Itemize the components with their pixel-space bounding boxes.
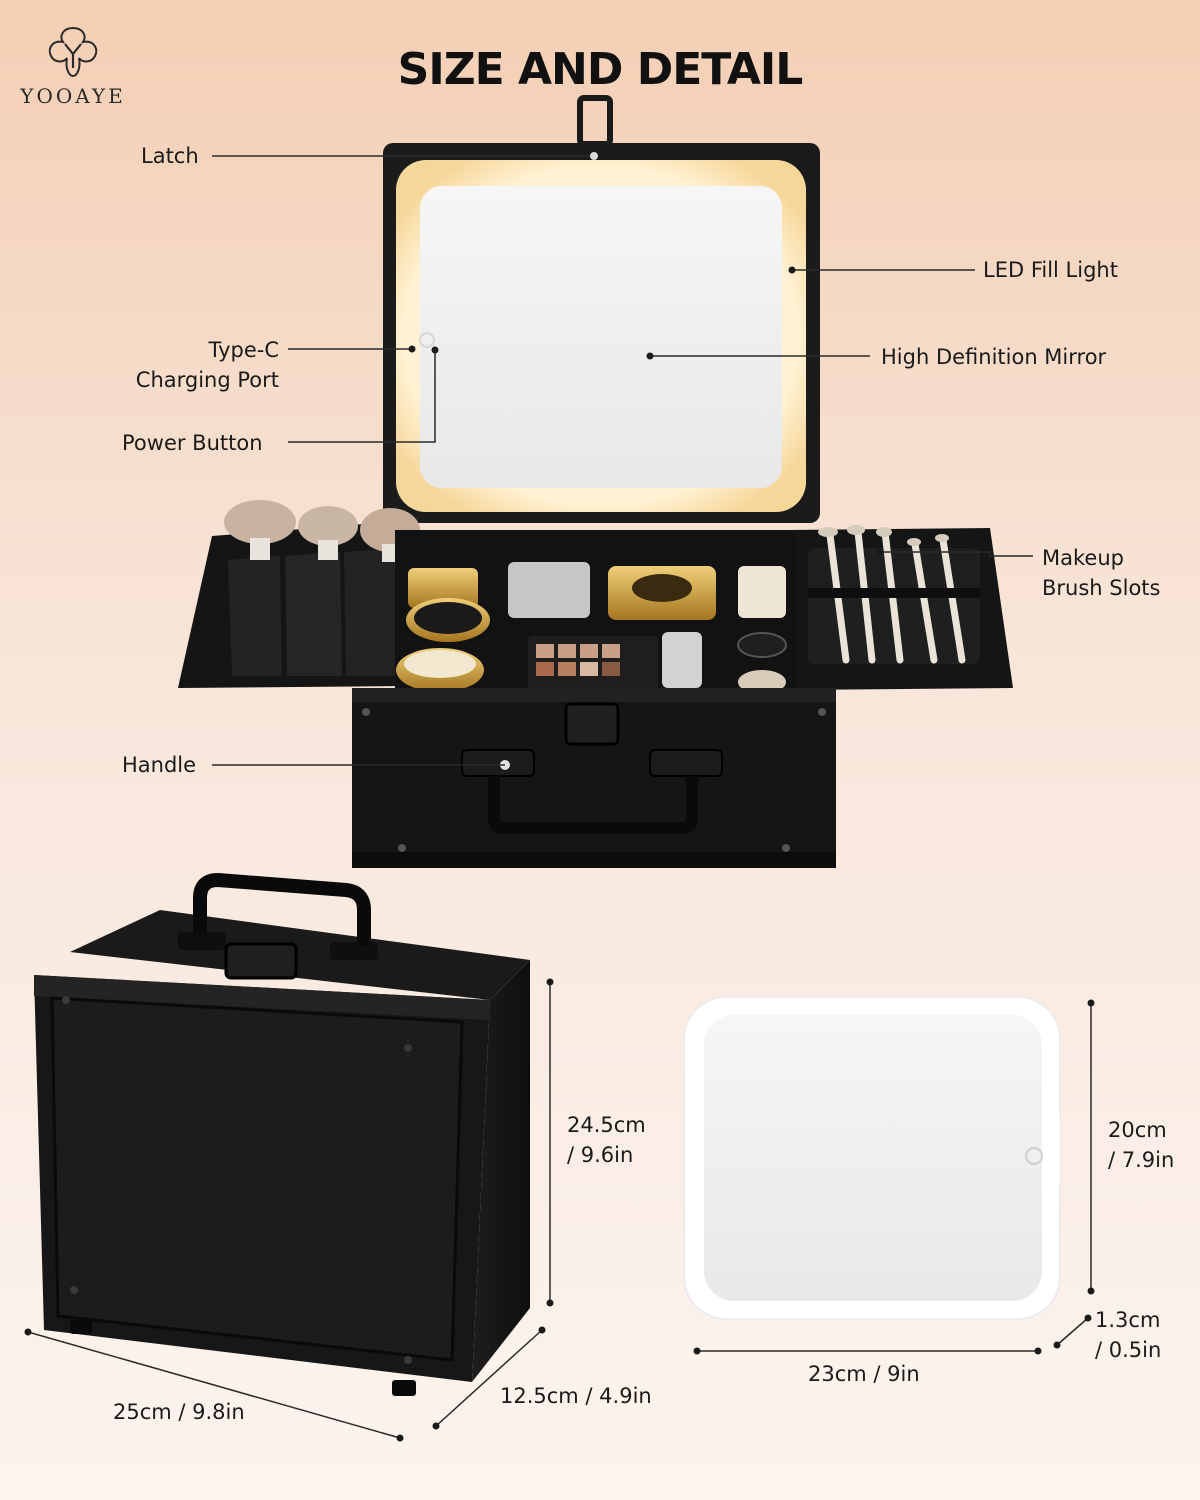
case-height-label: 24.5cm / 9.6in xyxy=(567,1110,646,1170)
open-case xyxy=(178,95,1013,868)
mirror-width-label: 23cm / 9in xyxy=(808,1362,920,1386)
callout-handle: Handle xyxy=(122,753,197,777)
case-width-label: 25cm / 9.8in xyxy=(113,1400,245,1424)
case-depth-label: 12.5cm / 4.9in xyxy=(500,1384,652,1408)
mirror-height-cm: 20cm xyxy=(1108,1118,1167,1142)
callout-high-definition-mirror: High Definition Mirror xyxy=(881,345,1107,369)
front-clasp xyxy=(564,702,620,746)
latch-point xyxy=(590,152,598,160)
closed-case xyxy=(34,873,530,1396)
handle xyxy=(488,776,698,834)
brand-name: YOOAYE xyxy=(20,84,126,108)
brand-logo: YOOAYE xyxy=(18,22,128,108)
callout-typec-line1: Type-C xyxy=(208,338,279,362)
case-body xyxy=(352,688,836,868)
mirror-power-icon xyxy=(1025,1147,1043,1165)
callout-led-fill-light: LED Fill Light xyxy=(983,258,1118,282)
mirror-thickness-cm: 1.3cm xyxy=(1095,1308,1161,1332)
latch-tab xyxy=(577,95,613,147)
callout-brush-slots-line2: Brush Slots xyxy=(1042,576,1161,600)
callout-typec-line2: Charging Port xyxy=(135,368,279,392)
callout-latch: Latch xyxy=(141,144,199,168)
high-definition-mirror xyxy=(420,186,782,488)
page-title: SIZE AND DETAIL xyxy=(397,44,804,95)
case-height-in: / 9.6in xyxy=(567,1143,634,1167)
callout-brush-slots-line1: Makeup xyxy=(1042,546,1124,570)
mirror-detail xyxy=(683,996,1061,1320)
mirror-height-label: 20cm / 7.9in xyxy=(1108,1115,1174,1175)
case-dimension-lines xyxy=(27,982,551,1439)
mirror-thickness-label: 1.3cm / 0.5in xyxy=(1095,1305,1161,1365)
closed-case-handle xyxy=(193,873,371,946)
case-height-cm: 24.5cm xyxy=(567,1113,646,1137)
callout-lines xyxy=(212,155,1033,766)
yooaye-monogram-logo xyxy=(48,26,98,78)
mirror-height-in: / 7.9in xyxy=(1108,1148,1175,1172)
cosmetics xyxy=(396,562,787,694)
mirror-dimension-lines xyxy=(697,1003,1092,1352)
makeup-brushes-left xyxy=(224,500,420,562)
mirror-thickness-in: / 0.5in xyxy=(1095,1338,1162,1362)
callout-power-button: Power Button xyxy=(122,431,263,455)
power-button-icon xyxy=(419,332,435,348)
